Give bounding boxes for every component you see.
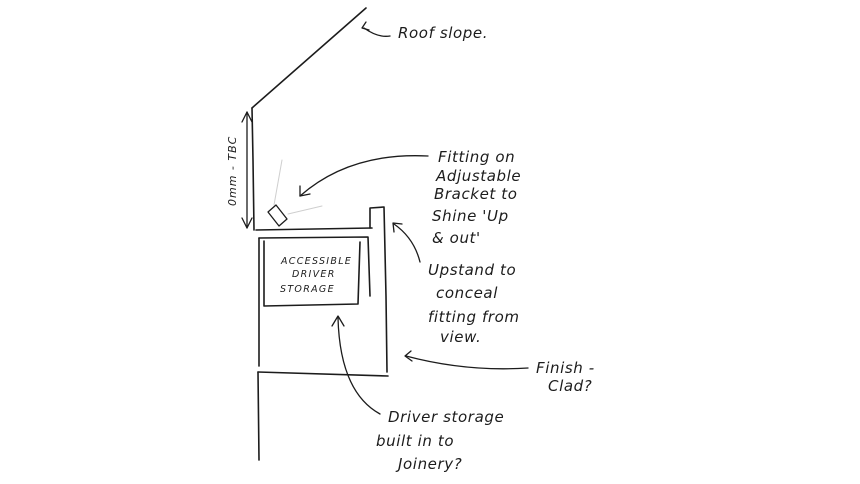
ledge-line: [257, 371, 389, 377]
cove-soffit-line: [255, 227, 373, 231]
light-beam-out: [287, 205, 323, 215]
fitting-label-line4: Shine 'Up: [432, 207, 509, 225]
fitting-label-line3: Bracket to: [434, 185, 518, 203]
fitting-label-line1: Fitting on: [438, 148, 515, 166]
upstand-outline: [369, 206, 388, 373]
box-label-line3: STORAGE: [280, 284, 335, 295]
driver-storage-box: [263, 240, 361, 307]
light-beam-up: [273, 159, 283, 206]
roof-slope-arrowhead: [361, 21, 370, 31]
fitting-arrow: [299, 155, 429, 197]
upstand-label-line2: conceal: [436, 284, 498, 302]
finish-label-line2: Clad?: [548, 377, 592, 395]
driver-arrowhead: [331, 315, 345, 327]
roof-slope-label: Roof slope.: [398, 24, 488, 42]
driver-label-line3: Joinery?: [395, 455, 462, 473]
finish-label-line1: Finish -: [536, 359, 595, 377]
finish-arrowhead: [404, 350, 413, 362]
fitting-label-line5: & out': [432, 229, 481, 247]
dimension-label: 0mm - TBC: [226, 136, 239, 206]
driver-label-line1: Driver storage: [388, 408, 504, 426]
wall-line-upper: [251, 107, 255, 231]
roof-slope-line: [251, 7, 367, 109]
wall-line-bottom: [257, 371, 260, 461]
driver-label-line2: built in to: [376, 432, 454, 450]
box-label-line2: DRIVER: [292, 269, 336, 280]
fitting-arrowhead: [299, 185, 311, 197]
finish-arrow: [405, 355, 529, 370]
cove-box-top: [258, 236, 371, 297]
driver-arrow: [337, 317, 381, 415]
upstand-label-line3: fitting from: [428, 308, 520, 326]
dimension-arrow-top: [241, 111, 253, 123]
upstand-arrowhead: [392, 222, 403, 233]
upstand-label-line1: Upstand to: [428, 261, 516, 279]
fitting-label-line2: Adjustable: [435, 167, 521, 185]
dimension-arrow-bottom: [241, 217, 253, 229]
upstand-label-line4: view.: [440, 328, 481, 346]
box-label-line1: ACCESSIBLE: [280, 256, 352, 267]
light-fitting: [267, 204, 288, 227]
upstand-arrow: [393, 223, 421, 263]
